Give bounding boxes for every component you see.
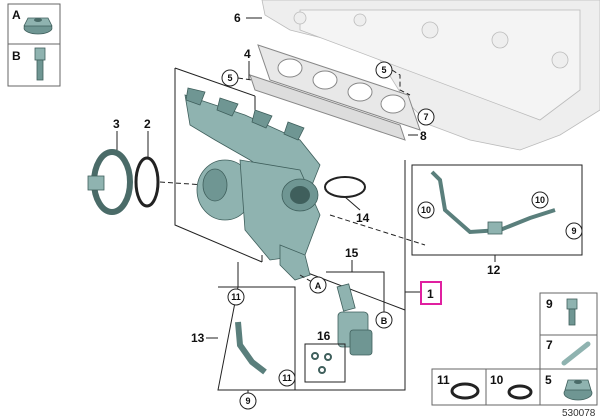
legend-label-a: A: [12, 8, 21, 22]
pin-icon: [561, 341, 591, 366]
parts-table: 9 7 11 10 5: [431, 292, 598, 406]
callout-12[interactable]: 12: [487, 263, 501, 277]
callout-9-return[interactable]: 9: [245, 396, 250, 406]
wastegate-actuator: [336, 283, 373, 356]
callout-4[interactable]: 4: [244, 47, 251, 61]
diagram-number: 530078: [562, 408, 596, 419]
highlighted-part-box[interactable]: [420, 281, 442, 305]
callout-14[interactable]: 14: [356, 211, 370, 225]
callout-3[interactable]: 3: [113, 117, 120, 131]
callout-a[interactable]: A: [315, 281, 322, 291]
assembly-outline: [174, 67, 406, 391]
nut-icon: [563, 379, 593, 401]
callout-10-left[interactable]: 10: [421, 205, 431, 215]
callout-5-gasket[interactable]: 5: [227, 73, 232, 83]
legend-label-b: B: [12, 49, 21, 63]
callout-9-oil-line[interactable]: 9: [571, 226, 576, 236]
callout-11-lower[interactable]: 11: [282, 373, 292, 383]
o-ring-11-icon: [450, 382, 480, 400]
v-band-clamp: [87, 149, 133, 215]
cylinder-head-illustration: [261, 0, 600, 151]
callout-7[interactable]: 7: [423, 112, 428, 122]
callout-2[interactable]: 2: [144, 117, 151, 131]
callout-10-right[interactable]: 10: [535, 195, 545, 205]
stud-bolt-icon: [34, 47, 46, 81]
oil-line-group: 10 10 9: [411, 164, 583, 256]
table-label-10: 10: [490, 373, 504, 387]
table-label-7: 7: [546, 338, 553, 352]
sealing-ring: [134, 156, 160, 208]
flange-nut-icon: [23, 17, 53, 35]
gasket-ring-14: [324, 176, 366, 198]
fastener-legend: A B: [7, 3, 61, 87]
screw-icon: [566, 298, 578, 326]
o-ring-10-icon: [507, 384, 533, 400]
callout-11-upper[interactable]: 11: [231, 292, 241, 302]
callout-b[interactable]: B: [381, 316, 388, 326]
turbocharger-illustration: [184, 87, 321, 281]
callout-5-head[interactable]: 5: [381, 65, 386, 75]
callout-16[interactable]: 16: [317, 329, 331, 343]
callout-1[interactable]: 1: [427, 287, 434, 301]
table-label-11: 11: [437, 373, 450, 387]
oil-return-group: 11 11: [217, 262, 296, 391]
callout-13[interactable]: 13: [191, 331, 205, 345]
callout-15[interactable]: 15: [345, 246, 359, 260]
callout-8[interactable]: 8: [420, 129, 427, 143]
callout-6[interactable]: 6: [234, 11, 241, 25]
manifold-gasket: [249, 44, 421, 141]
table-label-5: 5: [545, 373, 552, 387]
table-label-9: 9: [546, 297, 553, 311]
